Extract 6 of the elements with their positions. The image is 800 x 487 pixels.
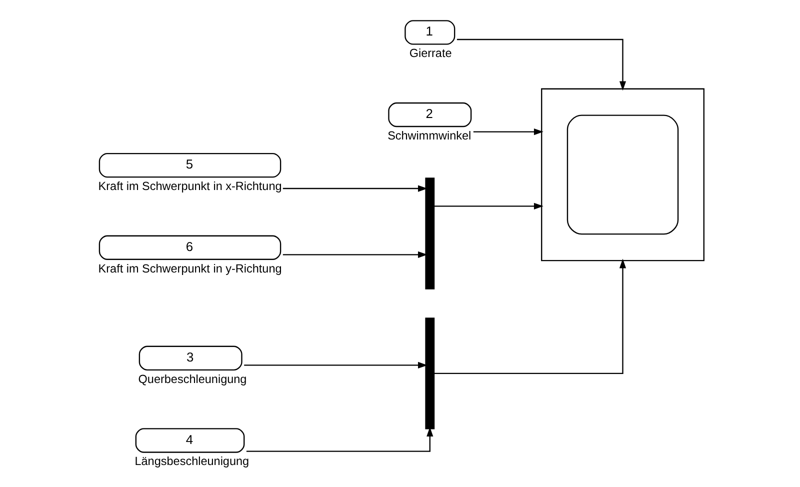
node-label: Längsbeschleunigung (134, 455, 249, 468)
node-label: Schwimmwinkel (387, 129, 471, 142)
node-label: Kraft im Schwerpunkt in x-Richtung (98, 180, 282, 193)
node-label: Gierrate (408, 47, 452, 60)
node-label: Kraft im Schwerpunkt in y-Richtung (98, 262, 282, 276)
node-label: Querbeschleunigung (138, 372, 246, 386)
